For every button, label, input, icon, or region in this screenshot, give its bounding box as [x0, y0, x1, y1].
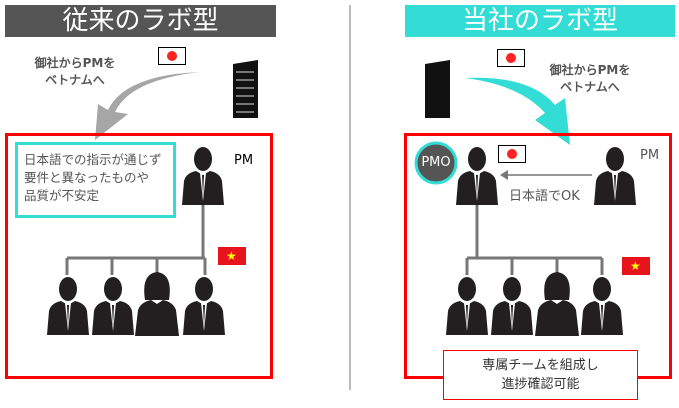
benefit-box: 専属チームを組成し進捗確認可能 [443, 350, 638, 400]
arrow-icon [95, 72, 200, 140]
pmo-label: PMO [421, 155, 451, 170]
right-note: 御社からPMをベトナムへ [549, 63, 631, 94]
pmo-circle [414, 141, 458, 185]
arrow-left-icon [500, 170, 508, 180]
vietnam-flag-icon: ★ [218, 247, 246, 265]
japan-flag-icon [158, 47, 186, 65]
japan-flag-icon [498, 145, 526, 163]
japanese-ok-label: 日本語でOK [509, 189, 580, 204]
building-icon [233, 60, 258, 118]
pm-label: PM [234, 153, 254, 168]
arrow-icon [465, 77, 570, 145]
pm-label: PM [640, 148, 660, 163]
building-icon [425, 60, 450, 118]
left-team-frame [5, 133, 273, 379]
problem-box: 日本語での指示が通じず要件と異なったものや品質が不安定 [15, 142, 176, 218]
japan-flag-icon [497, 49, 525, 67]
vietnam-flag-icon: ★ [622, 257, 650, 275]
org-tree-lines [65, 205, 207, 275]
left-note: 御社からPMをベトナムへ [34, 56, 116, 87]
left-title: 従来のラボ型 [5, 5, 276, 37]
right-title: 当社のラボ型 [405, 5, 675, 37]
